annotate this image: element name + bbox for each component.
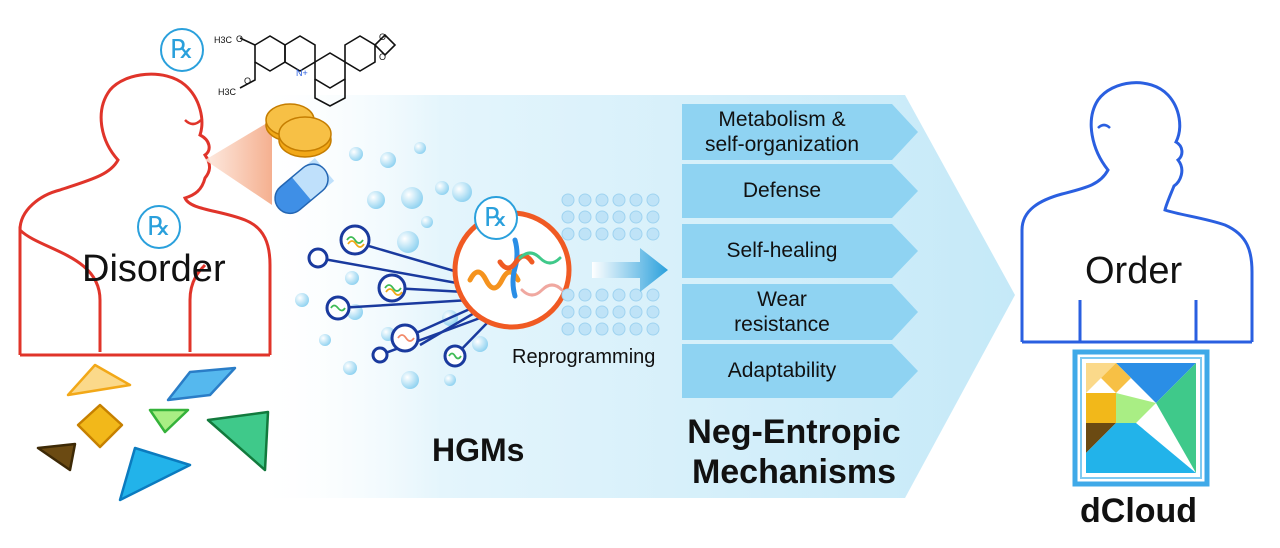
- dot: [612, 288, 626, 302]
- dot: [612, 210, 626, 224]
- tangram-shards-scattered: [36, 363, 270, 502]
- dot: [561, 193, 575, 207]
- molecule-oxygen-top-label: O: [236, 34, 243, 44]
- dot: [561, 227, 575, 241]
- dot: [578, 227, 592, 241]
- dot: [629, 210, 643, 224]
- dot: [629, 227, 643, 241]
- neg-entropic-title: Neg-Entropic Mechanisms: [664, 412, 924, 492]
- capsule-icon: [274, 157, 335, 215]
- molecule-nitrogen-label: N+: [296, 68, 308, 78]
- dot: [612, 305, 626, 319]
- dot: [646, 210, 660, 224]
- molecule-icon: [239, 33, 397, 107]
- hgms-label: HGMs: [432, 432, 525, 468]
- mechanism-defense-label: Defense: [742, 179, 822, 202]
- dot: [578, 322, 592, 336]
- intake-cone: [205, 120, 272, 205]
- dot: [629, 305, 643, 319]
- dot: [578, 193, 592, 207]
- dot: [646, 227, 660, 241]
- order-eye-icon: [1097, 123, 1111, 129]
- neg-entropic-title-line2: Mechanisms: [691, 453, 897, 491]
- dot: [629, 288, 643, 302]
- dot: [595, 210, 609, 224]
- mechanism-wear-line2: resistance: [734, 313, 830, 336]
- dot: [612, 227, 626, 241]
- dot: [561, 210, 575, 224]
- dot: [612, 322, 626, 336]
- order-person-outline: [1020, 81, 1254, 344]
- prescription-icon: ℞: [160, 28, 204, 72]
- tangram-icon: [1072, 349, 1210, 487]
- network-connectors: [317, 240, 489, 357]
- mechanism-box-defense: Defense: [682, 164, 920, 218]
- dot: [595, 305, 609, 319]
- dot: [629, 193, 643, 207]
- prescription-icon: ℞: [474, 196, 518, 240]
- dot: [595, 227, 609, 241]
- dot: [578, 305, 592, 319]
- molecule-oxygen-ring-label-b: O: [379, 52, 386, 62]
- dot: [646, 288, 660, 302]
- dot: [561, 288, 575, 302]
- dot: [595, 322, 609, 336]
- dot: [595, 193, 609, 207]
- mechanism-box-adaptability: Adaptability: [682, 344, 920, 398]
- mechanism-box-metabolism: Metabolism & self-organization: [682, 104, 920, 160]
- dot: [629, 322, 643, 336]
- dcloud-label: dCloud: [1080, 492, 1198, 530]
- disorder-label: Disorder: [82, 248, 226, 290]
- dot: [646, 305, 660, 319]
- hgm-core-strands: [467, 237, 564, 299]
- dot-grid-upper: [561, 193, 660, 241]
- dot: [578, 288, 592, 302]
- molecule-methoxy-bottom-label: H3C: [218, 87, 237, 97]
- node-circles: [307, 224, 467, 368]
- pill-icon: [265, 103, 332, 158]
- molecule-oxygen-bottom-label: O: [244, 76, 251, 86]
- molecule-methoxy-top-label: H3C: [214, 35, 233, 45]
- mechanism-metabolism-line1: Metabolism &: [718, 108, 846, 131]
- dot: [578, 210, 592, 224]
- molecule-oxygen-ring-label-a: O: [379, 32, 386, 42]
- dot: [595, 288, 609, 302]
- node-strands: [330, 236, 462, 360]
- mechanism-metabolism-line2: self-organization: [704, 133, 860, 156]
- mechanism-self-healing-label: Self-healing: [726, 239, 838, 262]
- mechanism-box-wear-resistance: Wear resistance: [682, 284, 920, 340]
- prescription-icon: ℞: [137, 205, 181, 249]
- bubble-particles: [295, 142, 488, 389]
- disorder-person-outline: [18, 72, 272, 357]
- dot: [646, 193, 660, 207]
- mechanism-adaptability-label: Adaptability: [727, 359, 837, 382]
- reprogramming-arrow-icon: [592, 248, 668, 292]
- reprogramming-label: Reprogramming: [512, 346, 656, 368]
- dot: [612, 193, 626, 207]
- dot: [561, 305, 575, 319]
- order-label: Order: [1085, 250, 1183, 292]
- disorder-closed-eye-icon: [184, 119, 202, 126]
- dot: [646, 322, 660, 336]
- dot-grid-lower: [561, 288, 660, 336]
- mechanism-box-self-healing: Self-healing: [682, 224, 920, 278]
- mechanism-wear-line1: Wear: [757, 288, 807, 311]
- neg-entropic-title-line1: Neg-Entropic: [687, 413, 901, 451]
- dot: [561, 322, 575, 336]
